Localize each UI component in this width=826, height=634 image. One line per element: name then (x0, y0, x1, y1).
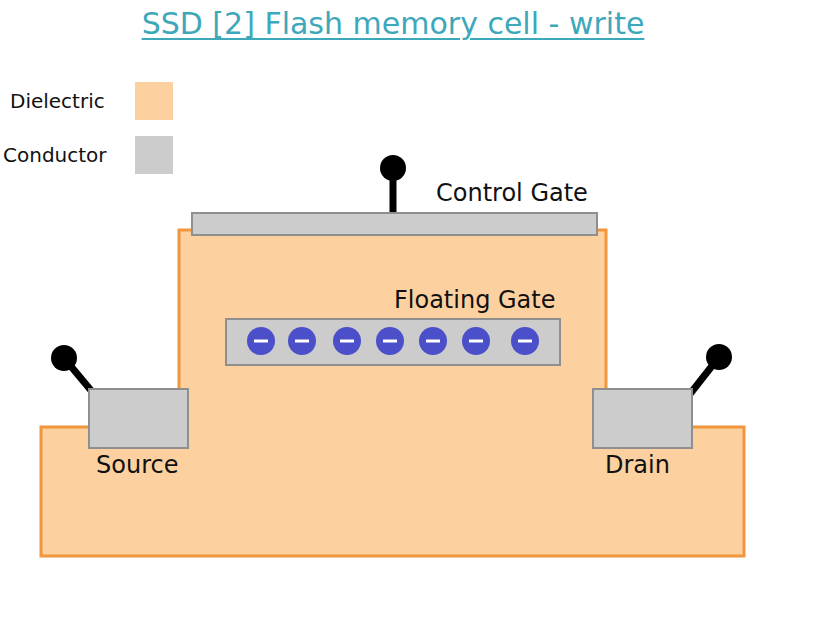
terminal-box: Drain (592, 388, 693, 449)
electron (511, 327, 539, 355)
terminal-ball (706, 344, 732, 370)
legend-swatch (135, 136, 173, 174)
electron (288, 327, 316, 355)
part-label: Floating Gate (394, 286, 556, 315)
minus-signs (254, 340, 532, 343)
part-label: Control Gate (436, 179, 588, 208)
electron (419, 327, 447, 355)
gate-bar: Control Gate (191, 212, 598, 236)
legend-swatch (135, 82, 173, 120)
part-label: Drain (605, 451, 670, 480)
dielectric-body (41, 230, 744, 556)
terminal-ball (380, 155, 406, 181)
electron (333, 327, 361, 355)
diagram-title: SSD [2] Flash memory cell - write (0, 6, 786, 41)
electron (376, 327, 404, 355)
terminal-ball (51, 345, 77, 371)
electrons (247, 327, 539, 355)
gate-bar: Floating Gate (225, 318, 561, 366)
legend-label: Conductor (3, 143, 107, 167)
electron (247, 327, 275, 355)
electron (462, 327, 490, 355)
legend-label: Dielectric (10, 89, 105, 113)
terminal-box: Source (88, 388, 189, 449)
part-label: Source (96, 451, 178, 480)
